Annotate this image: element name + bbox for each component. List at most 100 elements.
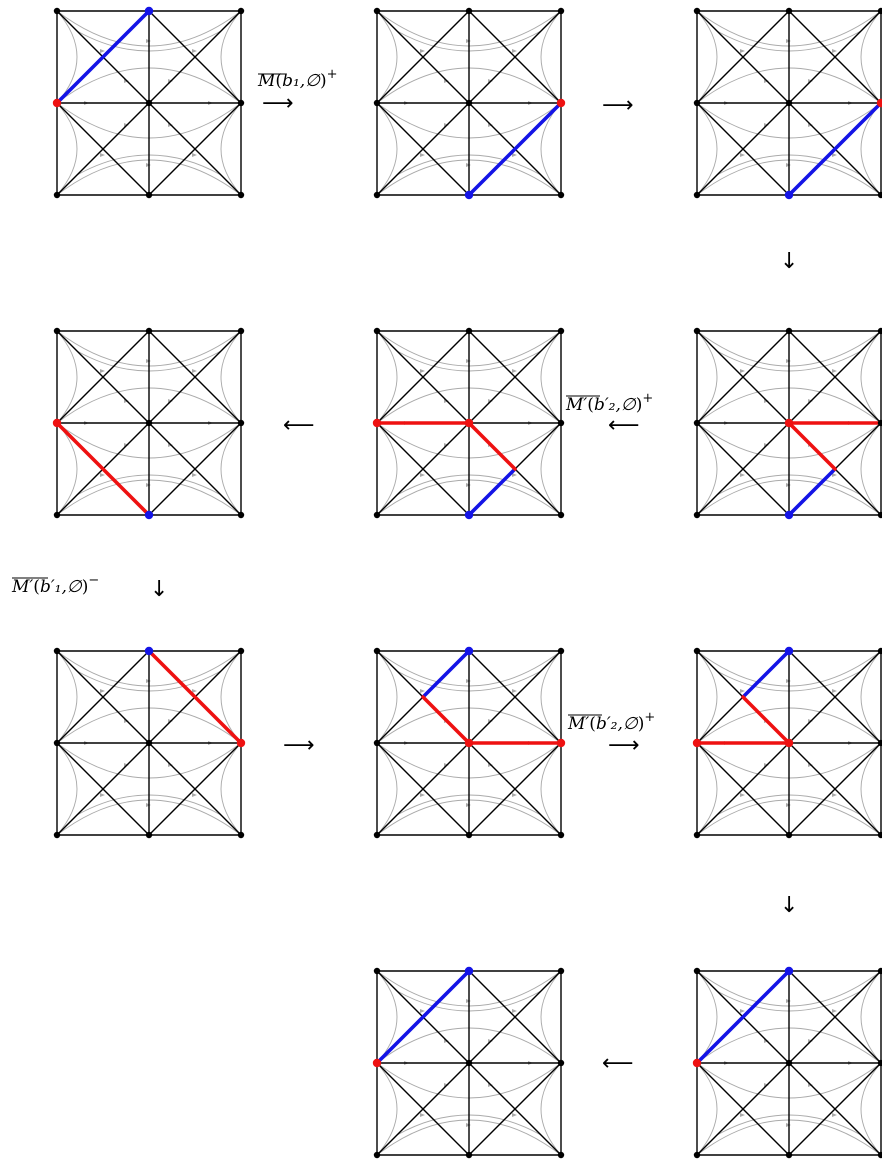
vertex-node: [373, 327, 381, 335]
flow-curve: [540, 1062, 562, 1156]
grid-edge: [56, 102, 150, 196]
panel-p7: [53, 646, 246, 839]
grid-edge: [468, 10, 562, 104]
flow-curve: [220, 330, 242, 424]
vertex-node: [464, 738, 474, 748]
flow-arrowhead: [740, 153, 745, 157]
vertex-node: [53, 647, 61, 655]
vertex-node: [465, 7, 473, 15]
vertex-node: [237, 647, 245, 655]
vertex-node: [784, 966, 794, 976]
flow-arrowhead: [740, 473, 745, 477]
flow-arrowhead: [420, 153, 425, 157]
grid-edge: [788, 10, 882, 104]
label-m4-arg: b′₂,∅: [596, 714, 639, 734]
label-m1-arg: b₁,∅: [282, 71, 321, 91]
vertex-node: [465, 99, 473, 107]
vertex-node: [877, 647, 882, 655]
vertex-node: [372, 418, 382, 428]
vertex-node: [557, 831, 565, 839]
grid-edge: [148, 102, 242, 196]
flow-arrowhead: [832, 153, 837, 157]
flow-arrowhead: [512, 49, 517, 53]
blue-edge: [55, 9, 151, 105]
flow-curve: [56, 422, 78, 516]
grid-edge: [696, 422, 790, 516]
panel-p5: [372, 327, 565, 520]
vertex-node: [557, 327, 565, 335]
vertex-node: [373, 191, 381, 199]
flow-arrowhead: [740, 1009, 745, 1013]
vertex-node: [785, 7, 793, 15]
flow-curve: [860, 742, 882, 836]
panel-p9: [692, 646, 882, 839]
label-m4-symbol: M: [567, 714, 586, 734]
vertex-node: [557, 511, 565, 519]
vertex-node: [465, 1059, 473, 1067]
down-arrow: ↓: [150, 577, 168, 602]
vertex-node: [373, 967, 381, 975]
vertex-node: [373, 647, 381, 655]
flow-curve: [696, 742, 718, 836]
red-edge: [741, 695, 791, 745]
vertex-node: [556, 738, 566, 748]
label-m3-arg: b′₁,∅: [40, 577, 83, 597]
flow-curve: [540, 10, 562, 104]
vertex-node: [877, 1059, 882, 1067]
grid-edge: [148, 422, 242, 516]
flow-arrowhead: [832, 473, 837, 477]
vertex-node: [144, 6, 154, 16]
vertex-node: [877, 191, 882, 199]
blue-edge: [787, 101, 882, 197]
red-edge: [55, 421, 151, 517]
arrow-m3: M′(b′₁,∅)− ↓: [11, 573, 168, 602]
vertex-node: [693, 967, 701, 975]
flow-curve: [220, 650, 242, 744]
vertex-node: [465, 327, 473, 335]
panel-p4: [52, 327, 245, 520]
flow-arrowhead: [512, 793, 517, 797]
flow-curve: [540, 650, 562, 744]
vertex-node: [373, 7, 381, 15]
flow-curve: [376, 742, 398, 836]
flow-curve: [540, 422, 562, 516]
vertex-node: [877, 739, 882, 747]
grid-edge: [376, 102, 470, 196]
vertex-node: [693, 7, 701, 15]
vertex-node: [53, 327, 61, 335]
flow-arrowhead: [192, 473, 197, 477]
grid-edge: [788, 970, 882, 1064]
label-m4: M′(b′₂,∅)+: [567, 710, 655, 734]
vertex-node: [877, 1151, 882, 1159]
vertex-node: [784, 738, 794, 748]
flow-curve: [376, 422, 398, 516]
label-m3: M′(b′₁,∅)−: [11, 573, 99, 597]
vertex-node: [785, 1059, 793, 1067]
flow-curve: [696, 1062, 718, 1156]
flow-curve: [376, 970, 398, 1064]
label-m3-symbol: M: [11, 577, 30, 597]
flow-curve: [220, 102, 242, 196]
vertex-node: [373, 1151, 381, 1159]
vertex-node: [784, 190, 794, 200]
grid-edge: [376, 330, 470, 424]
panel-p3: [693, 7, 882, 200]
right-arrow: ⟶: [602, 93, 634, 118]
vertex-node: [145, 419, 153, 427]
vertex-node: [784, 646, 794, 656]
vertex-node: [145, 739, 153, 747]
flow-curve: [860, 650, 882, 744]
grid-edge: [696, 330, 790, 424]
flow-arrowhead: [420, 473, 425, 477]
flow-arrowhead: [832, 793, 837, 797]
left-arrow: ⟵: [283, 413, 315, 438]
panel-p6: [693, 327, 882, 520]
blue-edge: [467, 101, 563, 197]
label-m2-prime: ′: [583, 395, 587, 415]
vertex-node: [785, 1151, 793, 1159]
flow-arrowhead: [100, 49, 105, 53]
red-edge: [787, 421, 837, 471]
blue-edge: [741, 649, 791, 699]
flow-curve: [56, 742, 78, 836]
grid-edge: [696, 1062, 790, 1156]
